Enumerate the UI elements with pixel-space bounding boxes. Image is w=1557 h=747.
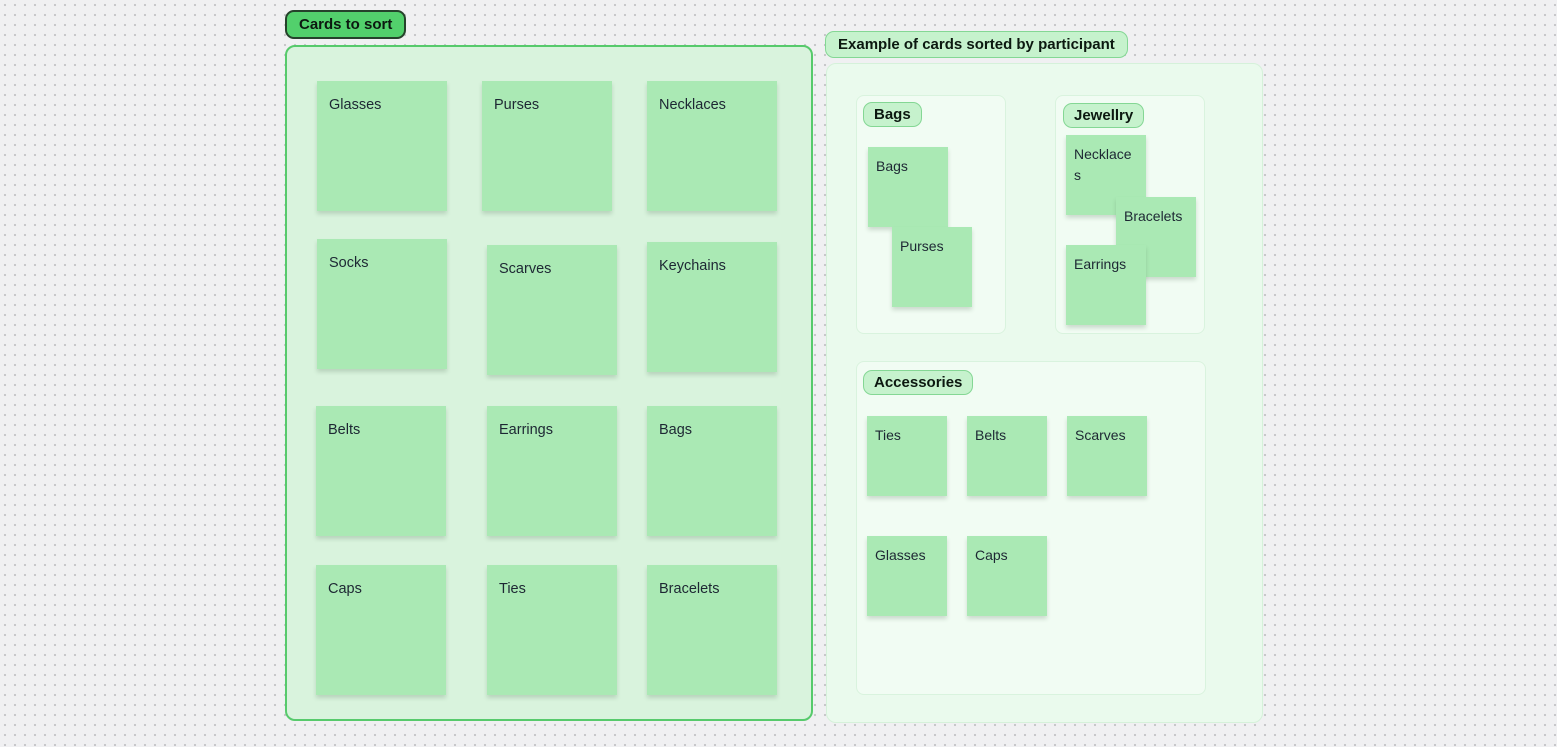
sticky-card[interactable]: Necklaces (1066, 135, 1146, 215)
sticky-card[interactable]: Bags (868, 147, 948, 227)
sticky-card[interactable]: Purses (482, 81, 612, 211)
sticky-card[interactable]: Bags (647, 406, 777, 536)
sticky-card[interactable]: Scarves (487, 245, 617, 375)
group-box-bags[interactable]: Bags Bags Purses (856, 95, 1006, 334)
group-box-jewellry[interactable]: Jewellry Necklaces Bracelets Earrings (1055, 95, 1205, 334)
pool-frame[interactable]: Glasses Purses Necklaces Socks Scarves K… (285, 45, 813, 721)
sticky-card[interactable]: Keychains (647, 242, 777, 372)
sticky-card[interactable]: Bracelets (647, 565, 777, 695)
sticky-card[interactable]: Glasses (867, 536, 947, 616)
sticky-card[interactable]: Belts (967, 416, 1047, 496)
sticky-card[interactable]: Caps (967, 536, 1047, 616)
sticky-card[interactable]: Necklaces (647, 81, 777, 211)
sticky-card[interactable]: Glasses (317, 81, 447, 211)
sticky-card[interactable]: Earrings (487, 406, 617, 536)
sticky-card[interactable]: Belts (316, 406, 446, 536)
group-label-bags[interactable]: Bags (863, 102, 922, 127)
sticky-card[interactable]: Purses (892, 227, 972, 307)
sticky-card[interactable]: Scarves (1067, 416, 1147, 496)
group-box-accessories[interactable]: Accessories Ties Belts Scarves Glasses C… (856, 361, 1206, 695)
group-label-accessories[interactable]: Accessories (863, 370, 974, 395)
sticky-card[interactable]: Ties (867, 416, 947, 496)
example-frame-title[interactable]: Example of cards sorted by participant (825, 31, 1128, 58)
sticky-card[interactable]: Earrings (1066, 245, 1146, 325)
example-frame[interactable]: Bags Bags Purses Jewellry Necklaces Brac… (826, 63, 1263, 723)
sticky-card[interactable]: Ties (487, 565, 617, 695)
pool-frame-title[interactable]: Cards to sort (285, 10, 407, 39)
group-label-jewellry[interactable]: Jewellry (1063, 103, 1145, 128)
sticky-card[interactable]: Socks (317, 239, 447, 369)
sticky-card[interactable]: Caps (316, 565, 446, 695)
